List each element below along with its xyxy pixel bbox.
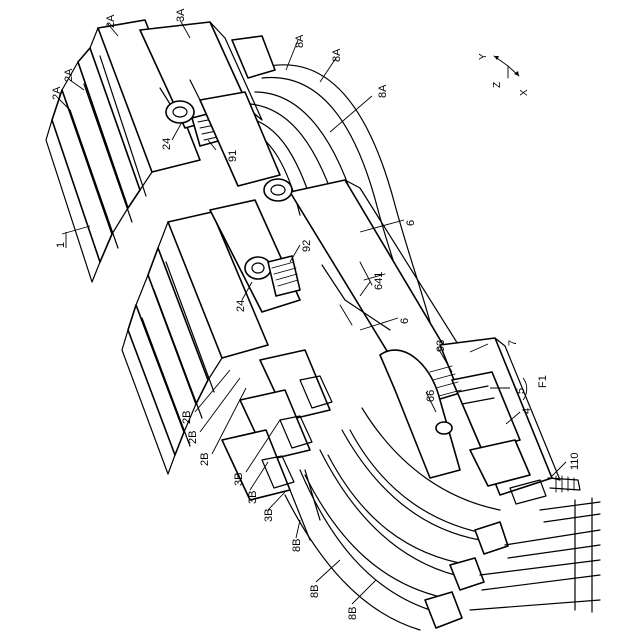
- label-110: 110: [569, 452, 581, 470]
- label-2a-top: 2A: [105, 14, 117, 28]
- axes-indicator: Y Z X: [478, 53, 530, 96]
- label-5: 5: [515, 388, 527, 394]
- label-2b-2: 2B: [187, 431, 199, 444]
- label-2b-1: 2B: [181, 411, 193, 424]
- label-8b-2: 8B: [309, 585, 321, 598]
- label-6-mid: 6: [399, 318, 411, 324]
- label-8b-3: 8B: [347, 607, 359, 620]
- label-93: 93: [435, 340, 447, 352]
- label-1: 1: [55, 242, 67, 248]
- label-92: 92: [301, 240, 313, 252]
- label-8a-2: 8A: [331, 48, 343, 62]
- label-4: 4: [521, 408, 533, 414]
- label-24-lower: 24: [235, 300, 247, 312]
- terminals-3b: [222, 350, 332, 540]
- label-8a-3: 8A: [377, 84, 389, 98]
- axis-label-y: Y: [478, 53, 489, 60]
- axis-label-z: Z: [492, 82, 503, 88]
- label-3b-3: 3B: [263, 509, 275, 522]
- label-3a: 3A: [175, 8, 187, 22]
- axis-label-x: X: [519, 89, 530, 96]
- label-7: 7: [507, 340, 519, 346]
- label-2a-mid: 2A: [63, 68, 75, 82]
- label-24-upper: 24: [161, 138, 173, 150]
- label-66: 66: [425, 390, 437, 402]
- label-2b-3: 2B: [199, 453, 211, 466]
- label-91: 91: [227, 150, 239, 162]
- label-8a-1: 8A: [294, 34, 306, 48]
- label-3b-1: 3B: [233, 473, 245, 486]
- label-641: 641: [373, 272, 385, 290]
- label-2a-left: 2A: [51, 86, 63, 100]
- label-6-top: 6: [405, 220, 417, 226]
- label-f1: F1: [537, 375, 549, 388]
- label-3b-2: 3B: [247, 491, 259, 504]
- label-8b-1: 8B: [291, 539, 303, 552]
